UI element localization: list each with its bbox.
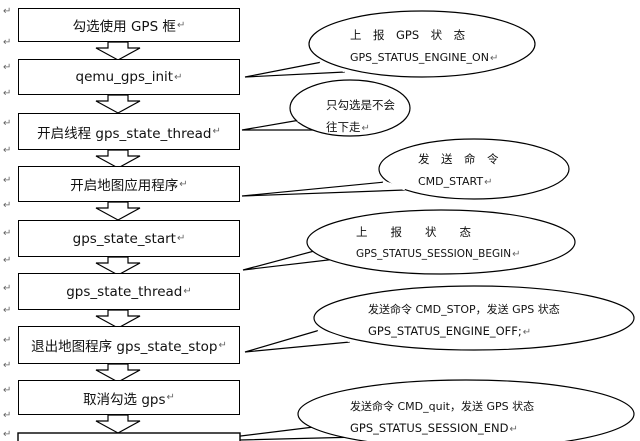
return-mark: ↵: [361, 123, 370, 134]
flow-box-label: 开启线程 gps_state_thread: [37, 125, 212, 142]
flow-arrow-8: [95, 414, 141, 434]
return-mark: ↵: [176, 233, 186, 244]
flow-box-4: 开启地图应用程序↵: [18, 166, 240, 202]
flow-box-label: 取消勾选 gps: [83, 391, 166, 408]
flow-box-3: 开启线程 gps_state_thread↵: [18, 113, 240, 150]
flow-box-1: 勾选使用 GPS 框↵: [18, 8, 240, 42]
return-mark: ↵: [183, 286, 192, 297]
return-mark: ↵: [509, 424, 518, 435]
flow-box-label: 退出地图程序 gps_state_stop: [31, 339, 218, 355]
bubble-1-line-2: GPS_STATUS_ENGINE_ON↵: [350, 51, 498, 64]
bubble-2-line-2: 往下走↵: [326, 119, 370, 135]
paragraph-mark: ↵: [3, 228, 12, 239]
bubble-1-line-1: 上 报 GPS 状 态: [350, 28, 466, 42]
callout-bubble-4: [242, 209, 576, 275]
bubble-4-line-2: GPS_STATUS_SESSION_BEGIN↵: [356, 248, 520, 260]
flow-arrow-4: [95, 201, 141, 221]
return-mark: ↵: [512, 249, 521, 260]
paragraph-mark: ↵: [3, 283, 12, 294]
bubble-2-line-2-text: 往下走: [326, 120, 361, 134]
paragraph-mark: ↵: [3, 62, 12, 73]
callout-bubble-5: [244, 285, 635, 353]
flow-box-5: gps_state_start↵: [18, 220, 240, 257]
flow-box-9: [17, 432, 241, 441]
paragraph-mark: ↵: [3, 255, 12, 266]
paragraph-mark: ↵: [3, 410, 12, 421]
bubble-6-line-2-text: GPS_STATUS_SESSION_END: [350, 421, 509, 435]
flow-box-7: 退出地图程序 gps_state_stop↵: [18, 326, 240, 364]
flow-box-8: 取消勾选 gps↵: [18, 380, 240, 415]
flow-box-label: qemu_gps_init: [75, 69, 174, 85]
bubble-2-line-1: 只勾选是不会: [326, 98, 395, 112]
paragraph-mark: ↵: [3, 335, 12, 346]
bubble-4-line-2-text: GPS_STATUS_SESSION_BEGIN: [356, 248, 512, 260]
return-mark: ↵: [174, 71, 183, 83]
paragraph-mark: ↵: [3, 6, 12, 17]
paragraph-mark: ↵: [3, 429, 12, 440]
flow-arrow-2: [95, 94, 141, 114]
bubble-5-line-2-text: GPS_STATUS_ENGINE_OFF;: [368, 324, 522, 338]
flow-box-2: qemu_gps_init↵: [18, 59, 240, 95]
paragraph-mark: ↵: [3, 305, 12, 316]
return-mark: ↵: [218, 339, 227, 351]
flow-box-6: gps_state_thread↵: [18, 273, 240, 310]
callout-bubble-3: [241, 138, 570, 200]
return-mark: ↵: [212, 126, 221, 137]
paragraph-mark: ↵: [3, 37, 12, 48]
return-mark: ↵: [179, 178, 188, 190]
bubble-3-line-1: 发 送 命 令: [418, 152, 499, 166]
return-mark: ↵: [176, 19, 186, 31]
bubble-1-line-2-text: GPS_STATUS_ENGINE_ON: [350, 51, 489, 64]
return-mark: ↵: [522, 327, 532, 338]
callout-bubble-2: [241, 79, 411, 137]
bubble-3-line-2-text: CMD_START: [418, 175, 484, 188]
return-mark: ↵: [489, 53, 499, 64]
flow-arrow-1: [95, 41, 141, 61]
callout-bubble-1: [244, 10, 536, 78]
bubble-6-line-2: GPS_STATUS_SESSION_END↵: [350, 421, 518, 435]
paragraph-mark: ↵: [3, 145, 12, 156]
flow-box-label: gps_state_thread: [66, 283, 183, 300]
flow-box-label: 开启地图应用程序: [70, 178, 179, 194]
flow-box-label: gps_state_start: [72, 230, 176, 247]
bubble-3-line-2: CMD_START↵: [418, 175, 492, 188]
paragraph-mark: ↵: [3, 175, 12, 186]
paragraph-mark: ↵: [3, 118, 12, 129]
bubble-5-line-2: GPS_STATUS_ENGINE_OFF;↵: [368, 324, 531, 338]
bubble-5-line-1: 发送命令 CMD_STOP，发送 GPS 状态: [368, 303, 560, 316]
return-mark: ↵: [484, 177, 493, 188]
paragraph-mark: ↵: [3, 200, 12, 211]
paragraph-mark: ↵: [3, 360, 12, 371]
paragraph-mark: ↵: [3, 88, 12, 99]
return-mark: ↵: [166, 392, 175, 403]
paragraph-mark: ↵: [3, 385, 12, 396]
bubble-4-line-1: 上 报 状 态: [356, 225, 471, 239]
bubble-6-line-1: 发送命令 CMD_quit，发送 GPS 状态: [350, 400, 535, 413]
flow-box-label: 勾选使用 GPS 框: [72, 19, 176, 35]
